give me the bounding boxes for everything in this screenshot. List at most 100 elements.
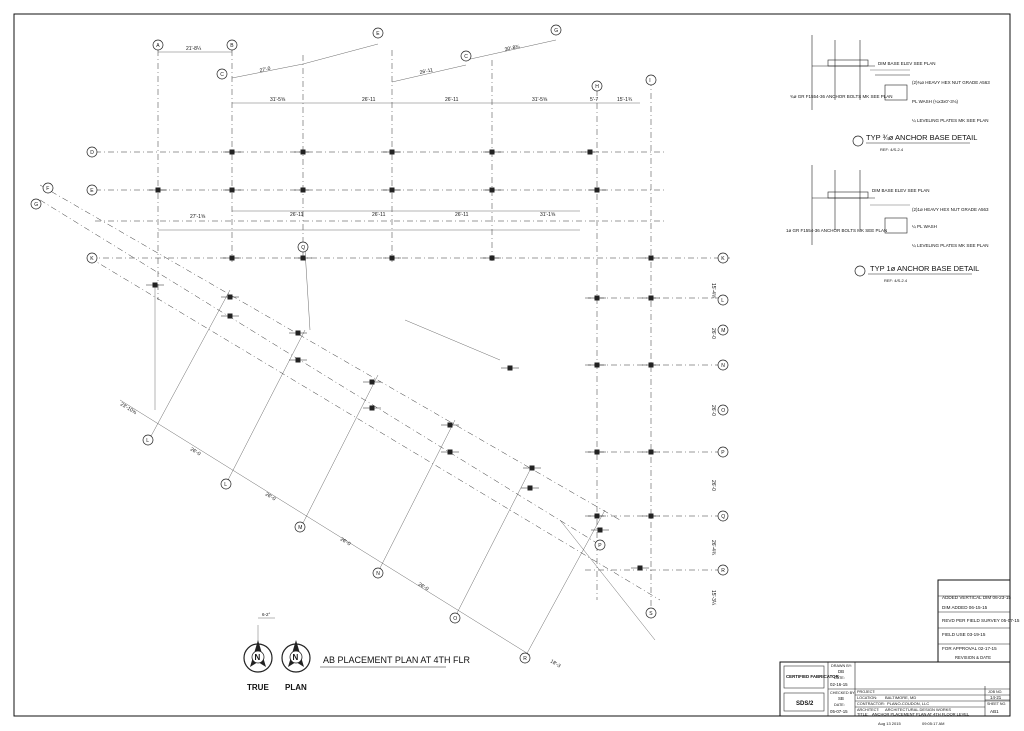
grid-bubble	[717, 294, 729, 306]
grid-bubble-label: L	[721, 298, 724, 304]
grid-bubble-label: A	[156, 43, 160, 49]
grid-bubble	[152, 39, 164, 51]
sheet-title: ANCHOR PLACEMENT PLAN AT 4TH FLOOR LEVEL	[872, 712, 970, 717]
grid-bubble-label: L	[146, 438, 149, 444]
detail-note: ¼ PL WASH	[912, 224, 937, 229]
detail-note: ¼ LEVELING PLATES MK SEE PLAN	[912, 243, 988, 248]
dim-label: 27'-0	[259, 66, 271, 74]
diagonal-grid	[39, 184, 661, 658]
grid-bubble-label: F	[46, 186, 49, 192]
grid-bubble-label: C	[464, 54, 468, 60]
tb-label: DATE:	[834, 676, 845, 680]
dim-label: 26'-11	[445, 97, 459, 103]
grid-bubble	[86, 184, 98, 196]
dim-label: 31'-5⅝	[532, 97, 548, 103]
diagonal-dimensions: 23'-10⅝ 26'-0 26'-0 26'-0 26'-0 18'-3 15…	[119, 283, 716, 669]
revision-row: DIM ADDED 06-15-15	[942, 605, 988, 610]
detail-note: (2)1ø HEAVY HEX NUT GRADE A563	[912, 207, 989, 212]
detail-note: DIM BASE ELEV SEE PLAN	[872, 188, 930, 193]
dim-label: 21'-8¼	[186, 46, 202, 52]
dim-label: 30'-8¾	[504, 44, 521, 53]
sheet-number: AB1	[990, 709, 999, 714]
grid-bubble-label: M	[721, 328, 725, 334]
detail-note: PL WASH (¼x3x0'-3⅛)	[912, 99, 959, 104]
plan-north-icon: N	[281, 640, 311, 673]
detail-bubble	[854, 265, 866, 277]
grid-bubble	[550, 24, 562, 36]
grid-bubble	[717, 510, 729, 522]
dim-label: 26'-4¾	[710, 540, 716, 556]
dim-label: 5'-7	[590, 97, 598, 103]
title-block: CERTIFIED FABRICATOR SDS/2 DRAWN BY: DB …	[779, 661, 1011, 717]
detail-note: (2)¾ø HEAVY HEX NUT GRADE A563	[912, 80, 990, 85]
grid-bubble	[519, 652, 531, 664]
grid-bubble	[294, 521, 306, 533]
sheet-border	[13, 13, 1011, 717]
revision-block: ADDED VERTICAL DIM 06-23-15 DIM ADDED 06…	[937, 579, 1020, 663]
grid-bubble	[142, 434, 154, 446]
logo-text: SDS/2	[796, 701, 814, 707]
top-dimensions: 21'-8¼ 27'-0 26'-11 30'-8¾ 31'-5⅝ 26'-11…	[158, 39, 640, 231]
grid-bubble	[460, 50, 472, 62]
tb-label: JOB NO.	[988, 690, 1002, 694]
grid-bubble-label: N	[721, 363, 725, 369]
plot-time: 09:05:17 AM	[922, 721, 944, 726]
grid-bubble-label: E	[90, 188, 94, 194]
grid-bubble-label: G	[34, 202, 38, 208]
dim-label: 18'-3	[549, 659, 562, 670]
dim-label: 31'-1⅝	[540, 212, 556, 218]
dim-label: 26'-11	[290, 212, 304, 218]
revision-row: FOR APPROVAL 02-17-15	[942, 646, 997, 651]
detail-bubble	[852, 135, 864, 147]
north-letter: N	[293, 653, 299, 662]
grid-bubble	[372, 567, 384, 579]
dim-label: 15'-1¾	[617, 97, 633, 103]
grid-bubble	[42, 182, 54, 194]
detail-title: TYP ¾ø ANCHOR BASE DETAIL	[866, 133, 977, 142]
detail-ref: REF: 4/S-2.4	[880, 147, 904, 152]
revision-row: ADDED VERTICAL DIM 06-23-15	[942, 595, 1011, 600]
plan-title: AB PLACEMENT PLAN AT 4TH FLR	[323, 655, 471, 665]
grid-bubble-label: M	[298, 525, 302, 531]
detail-note: ¾ø GR F1554-36 ANCHOR BOLTS MK SEE PLAN	[790, 94, 892, 99]
plan-north-label: PLAN	[285, 683, 307, 692]
grid-bubble	[645, 74, 657, 86]
revision-row: FIELD USE 03-19-15	[942, 632, 986, 637]
true-north-label: TRUE	[247, 683, 269, 692]
tb-label: DATE:	[834, 703, 845, 707]
dim-label: 26'-0	[189, 447, 202, 458]
sds2-logo: SDS/2	[783, 692, 825, 712]
grid-bubble	[594, 539, 606, 551]
detail-note: ¼ LEVELING PLATES MK SEE PLAN	[912, 118, 988, 123]
detail-title: TYP 1ø ANCHOR BASE DETAIL	[870, 264, 979, 273]
anchor-detail-3-4: DIM BASE ELEV SEE PLAN (2)¾ø HEAVY HEX N…	[790, 35, 990, 152]
grid-bubble-label: H	[595, 84, 599, 90]
dim-label: 26'-0	[417, 582, 430, 593]
grid-bubble-label: K	[90, 256, 94, 262]
anchor-detail-1: DIM BASE ELEV SEE PLAN (2)1ø HEAVY HEX N…	[786, 165, 989, 283]
drawn-by: DB	[838, 669, 844, 674]
north-arrows: 6-2° N TRUE N PLAN	[243, 612, 311, 692]
grid-bubble-label: E	[376, 31, 380, 37]
dim-label: 26'-0	[339, 537, 352, 548]
grid-bubble-label: G	[554, 28, 558, 34]
tb-label: LOCATION:	[857, 696, 877, 700]
architect: ARCHITECTURAL DESIGN WORKS	[885, 707, 951, 712]
checked-by: SB	[838, 696, 844, 701]
grid-bubble	[717, 446, 729, 458]
grid-bubble	[717, 252, 729, 264]
tb-label: TITLE:	[857, 713, 868, 717]
grid-bubble-label: N	[376, 571, 380, 577]
dim-label: 26'-0	[710, 405, 716, 416]
tb-label: CONTRACTOR:	[857, 702, 885, 706]
orthogonal-grid	[90, 50, 730, 610]
detail-note: DIM BASE ELEV SEE PLAN	[878, 61, 936, 66]
grid-bubble	[220, 478, 232, 490]
logo-text: CERTIFIED FABRICATOR	[786, 674, 840, 679]
grid-bubble	[226, 39, 238, 51]
grid-bubble	[717, 404, 729, 416]
dim-label: 26'-11	[372, 212, 386, 218]
tb-label: DRAWN BY:	[831, 664, 852, 668]
grid-bubble-label: B	[230, 43, 234, 49]
